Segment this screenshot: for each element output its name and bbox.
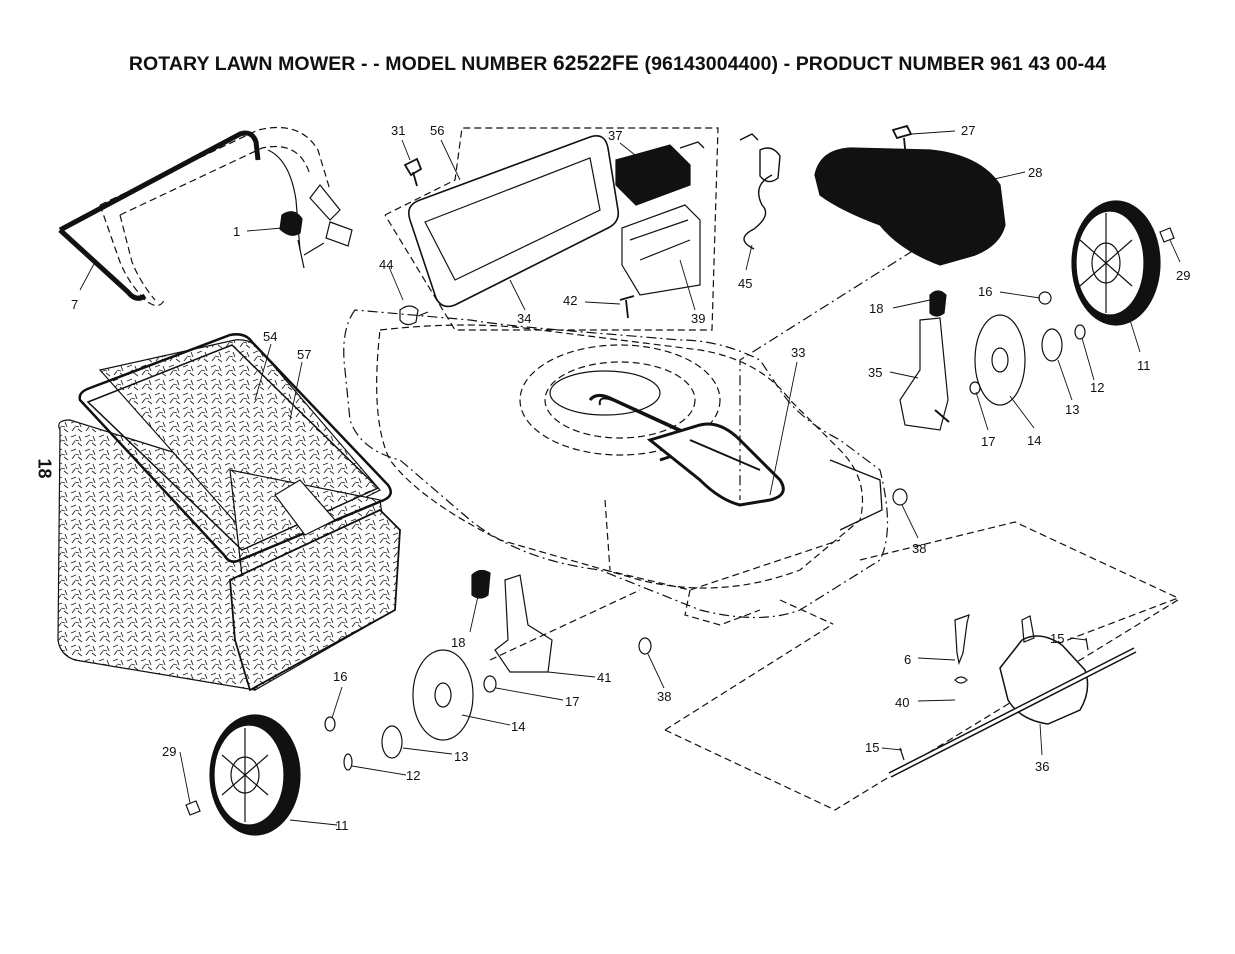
drive-box-upper	[859, 521, 1180, 661]
callout-11-left: 11	[335, 818, 349, 833]
callout-17-right: 17	[981, 434, 996, 449]
callout-13-left: 13	[454, 749, 469, 764]
callout-33: 33	[791, 345, 806, 360]
handle-assembly	[58, 126, 353, 307]
callout-15-upper: 15	[1050, 631, 1065, 646]
callout-44: 44	[379, 257, 394, 272]
right-wheel-assembly	[892, 200, 1175, 506]
callout-35: 35	[868, 365, 883, 380]
callout-31: 31	[391, 123, 406, 138]
callout-36: 36	[1035, 759, 1050, 774]
callout-27: 27	[961, 123, 976, 138]
deck-link-line	[739, 239, 931, 500]
callout-54: 54	[263, 329, 278, 344]
mower-deck	[343, 309, 889, 626]
drive-assembly	[888, 614, 1137, 778]
callout-29-left: 29	[162, 744, 177, 759]
battery-group-box	[384, 127, 719, 331]
callout-57: 57	[297, 347, 312, 362]
title-suffix: (96143004400) - PRODUCT NUMBER 961 43 00…	[644, 53, 1107, 75]
callout-41: 41	[597, 670, 612, 685]
drive-box-lower	[664, 599, 1179, 811]
callout-18-left: 18	[451, 635, 466, 650]
model-number: 62522FE	[553, 52, 639, 75]
rear-discharge-cover	[814, 124, 1006, 266]
callout-34: 34	[517, 311, 532, 326]
callout-37: 37	[608, 128, 623, 143]
callout-28: 28	[1028, 165, 1043, 180]
callout-39: 39	[691, 311, 706, 326]
callout-14-right: 14	[1027, 433, 1042, 448]
callout-6: 6	[904, 652, 912, 667]
callout-11-right: 11	[1137, 358, 1151, 373]
callout-56: 56	[430, 123, 445, 138]
callout-18-right: 18	[869, 301, 884, 316]
left-wheel-assembly	[185, 569, 652, 836]
callout-29-right: 29	[1176, 268, 1191, 283]
callout-12-right: 12	[1090, 380, 1105, 395]
battery-cover-group	[399, 133, 781, 326]
title-prefix: ROTARY LAWN MOWER - - MODEL NUMBER	[128, 53, 548, 75]
callout-15-lower: 15	[865, 740, 880, 755]
callout-12-left: 12	[406, 768, 421, 783]
callout-38-right: 38	[912, 541, 927, 556]
callout-1: 1	[233, 224, 241, 239]
callout-45: 45	[738, 276, 753, 291]
callout-16-right: 16	[978, 284, 993, 299]
leader-lines	[79, 130, 1181, 826]
callout-14-left: 14	[511, 719, 526, 734]
callout-17-left: 17	[565, 694, 580, 709]
callout-38-left: 38	[657, 689, 672, 704]
callout-16-left: 16	[333, 669, 348, 684]
callout-40: 40	[895, 695, 910, 710]
grass-catcher-bag	[57, 333, 401, 692]
diagram-title: ROTARY LAWN MOWER - - MODEL NUMBER 62522…	[0, 52, 1235, 76]
callout-13-right: 13	[1065, 402, 1080, 417]
callout-42: 42	[563, 293, 578, 308]
callout-7: 7	[71, 297, 79, 312]
